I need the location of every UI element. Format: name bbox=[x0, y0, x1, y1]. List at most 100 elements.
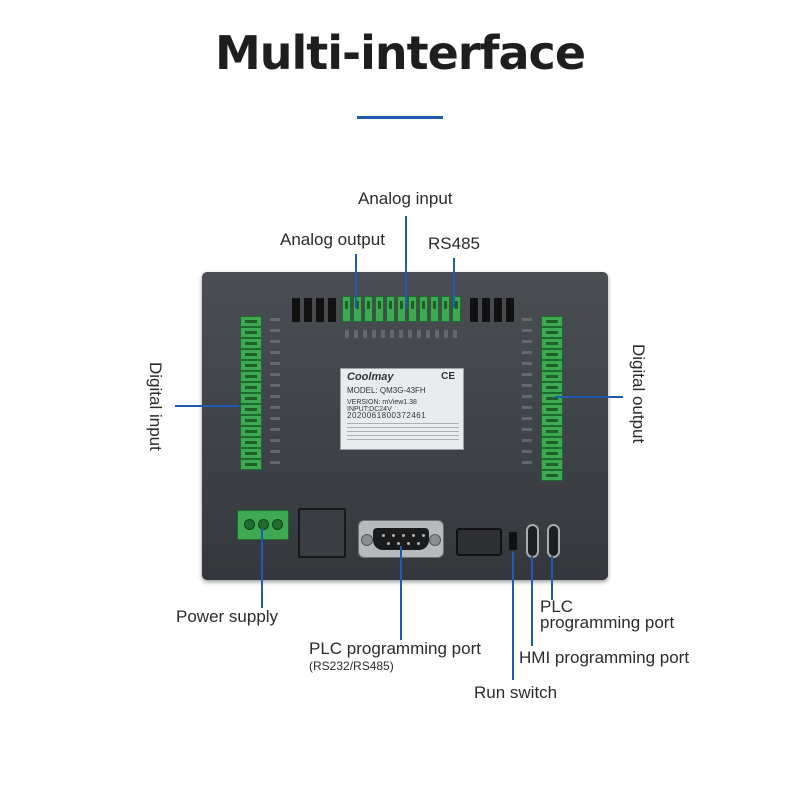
label-power-supply: Power supply bbox=[176, 607, 279, 626]
rs485-line bbox=[453, 258, 455, 308]
screw bbox=[244, 519, 255, 530]
version-text: VERSION: mView1.38 INPUT:DC24V bbox=[347, 399, 417, 413]
terminal-pin bbox=[375, 296, 384, 322]
brand-logo: Coolmay bbox=[347, 371, 394, 383]
terminal-pin bbox=[364, 296, 373, 322]
terminal-pin bbox=[541, 316, 563, 327]
product-label: Coolmay CE MODEL: QM3G-43FH VERSION: mVi… bbox=[340, 368, 464, 450]
terminal-pin bbox=[240, 371, 262, 382]
label-analog-output: Analog output bbox=[280, 230, 385, 249]
plc-port-line bbox=[400, 546, 402, 640]
terminal-pin bbox=[541, 437, 563, 448]
plc-usb-line bbox=[551, 556, 553, 600]
pin bbox=[407, 542, 410, 545]
terminal-pin bbox=[240, 459, 262, 470]
terminal-pin bbox=[541, 327, 563, 338]
pin bbox=[392, 534, 395, 537]
label-plc-right-line2: programming port bbox=[540, 613, 675, 632]
analog-input-line bbox=[405, 216, 407, 308]
title-underline bbox=[357, 116, 443, 119]
hmi-port-line bbox=[531, 556, 533, 646]
screw bbox=[272, 519, 283, 530]
terminal-pin bbox=[541, 382, 563, 393]
terminal-pin bbox=[353, 296, 362, 322]
hmi-usb-c-port bbox=[526, 524, 539, 558]
vent bbox=[304, 298, 312, 322]
pin bbox=[417, 542, 420, 545]
terminal-pin bbox=[541, 393, 563, 404]
terminal-markings bbox=[270, 318, 280, 468]
terminal-pin bbox=[541, 404, 563, 415]
run-switch-line bbox=[512, 552, 514, 680]
terminal-pin bbox=[240, 316, 262, 327]
screw bbox=[429, 534, 441, 546]
terminal-pin bbox=[408, 296, 417, 322]
terminal-pin bbox=[419, 296, 428, 322]
vent bbox=[316, 298, 324, 322]
vent bbox=[506, 298, 514, 322]
pin bbox=[397, 542, 400, 545]
terminal-markings bbox=[522, 318, 532, 468]
terminal-pin bbox=[240, 404, 262, 415]
terminal-pin bbox=[240, 327, 262, 338]
label-plc-right-line1: PLC bbox=[540, 597, 574, 616]
pin bbox=[382, 534, 385, 537]
screw bbox=[258, 519, 269, 530]
terminal-pin bbox=[541, 349, 563, 360]
terminal-pin bbox=[240, 415, 262, 426]
pin bbox=[422, 534, 425, 537]
terminal-pin bbox=[240, 448, 262, 459]
terminal-pin bbox=[541, 459, 563, 470]
label-hmi-port: HMI programming port bbox=[519, 648, 690, 667]
serial-number: 2020061800372461 bbox=[347, 411, 427, 420]
digital-output-line bbox=[555, 396, 623, 398]
label-rs485: RS485 bbox=[428, 234, 480, 253]
analog-output-line bbox=[355, 254, 357, 308]
terminal-pin bbox=[240, 338, 262, 349]
terminal-pin bbox=[240, 349, 262, 360]
terminal-pin bbox=[541, 470, 563, 481]
terminal-pin bbox=[541, 360, 563, 371]
expansion-slot bbox=[456, 528, 502, 556]
terminal-pin bbox=[541, 338, 563, 349]
label-run-switch: Run switch bbox=[474, 683, 558, 702]
terminal-pin bbox=[342, 296, 351, 322]
vent bbox=[494, 298, 502, 322]
power-supply-line bbox=[261, 528, 263, 608]
pin bbox=[412, 534, 415, 537]
label-plc-port-main: PLC programming port bbox=[309, 639, 481, 658]
vent bbox=[482, 298, 490, 322]
terminal-pin bbox=[397, 296, 406, 322]
vent bbox=[328, 298, 336, 322]
page-title: Multi-interface bbox=[214, 26, 586, 80]
terminal-pin bbox=[430, 296, 439, 322]
db9-socket bbox=[373, 528, 429, 550]
plc-usb-c-port bbox=[547, 524, 560, 558]
pin bbox=[402, 534, 405, 537]
terminal-pin bbox=[541, 426, 563, 437]
terminal-pin bbox=[240, 382, 262, 393]
terminal-pin bbox=[541, 448, 563, 459]
label-digital-input: Digital input bbox=[146, 362, 165, 451]
terminal-pin bbox=[441, 296, 450, 322]
terminal-pin bbox=[240, 393, 262, 404]
terminal-pin bbox=[541, 415, 563, 426]
fine-print bbox=[347, 423, 459, 443]
terminal-pin bbox=[240, 360, 262, 371]
terminal-pin bbox=[240, 426, 262, 437]
label-plc-port-sub: (RS232/RS485) bbox=[309, 659, 394, 673]
vent bbox=[292, 298, 300, 322]
screw bbox=[361, 534, 373, 546]
terminal-pin bbox=[541, 371, 563, 382]
label-digital-output: Digital output bbox=[629, 344, 648, 444]
label-analog-input: Analog input bbox=[358, 189, 453, 208]
vent bbox=[470, 298, 478, 322]
model-text: MODEL: QM3G-43FH bbox=[347, 386, 426, 395]
terminal-pin bbox=[386, 296, 395, 322]
terminal-pin bbox=[240, 437, 262, 448]
terminal-markings bbox=[345, 330, 460, 338]
power-supply-connector bbox=[237, 510, 289, 540]
pin bbox=[387, 542, 390, 545]
terminal-pin bbox=[452, 296, 461, 322]
run-switch bbox=[509, 532, 517, 550]
